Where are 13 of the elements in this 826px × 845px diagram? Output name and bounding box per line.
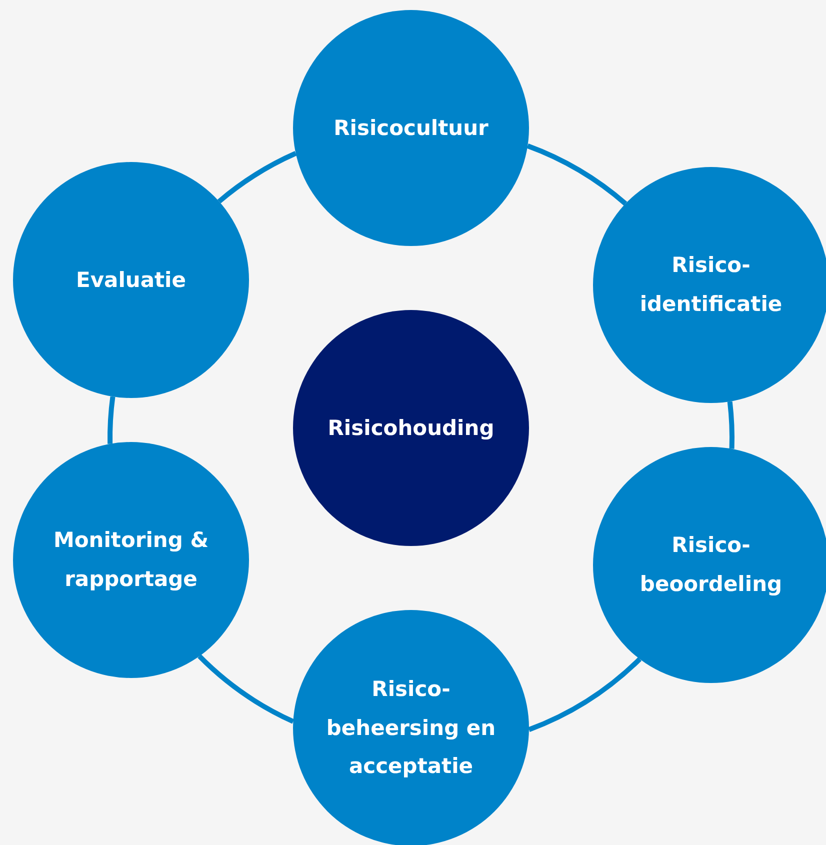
node-label: Evaluatie [74,266,187,294]
ring-connector [526,144,628,206]
ring-connector [198,654,294,724]
ring-connector [727,401,734,449]
node-label: Risicohouding [326,414,496,442]
node-label: Monitoring & rapportage [52,527,210,593]
node-label: Risico-beoordeling [638,532,784,598]
node-label: Risico-identificatie [638,252,784,318]
ring-connector [108,396,116,444]
node-label: Risico-beheersing en acceptatie [325,676,497,780]
ring-connector [528,657,642,732]
ring-connector [218,151,297,204]
node-label: Risicocultuur [332,114,490,142]
